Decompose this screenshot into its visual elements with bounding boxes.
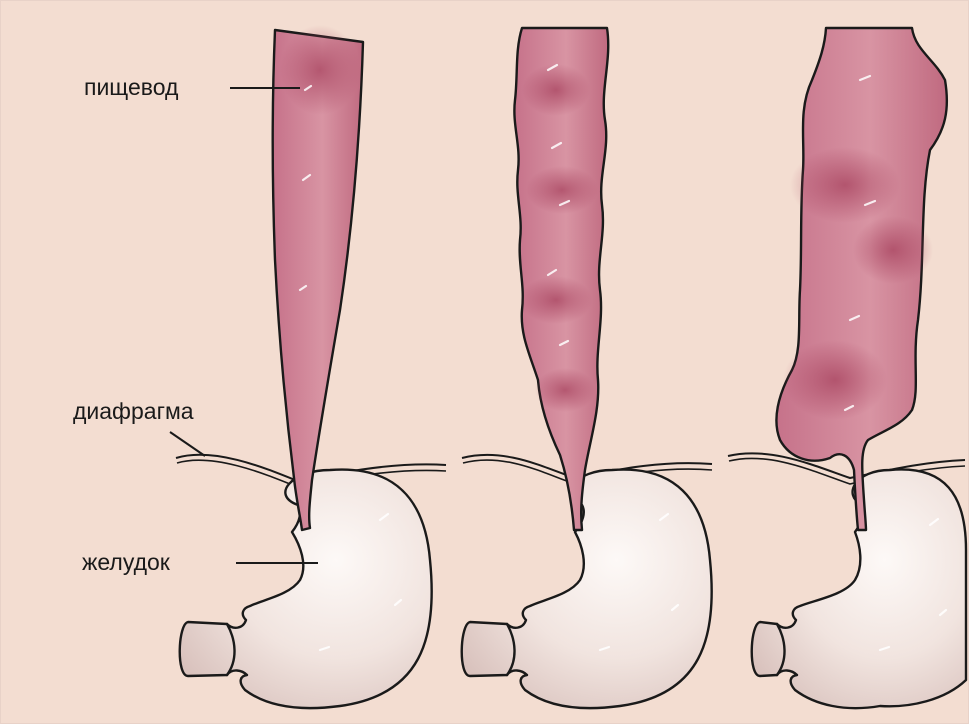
esophagus-shade xyxy=(522,64,590,116)
label-esophagus: пищевод xyxy=(84,74,179,100)
esophagus-shade xyxy=(520,276,592,324)
esophagus-shade xyxy=(783,340,887,420)
esophagus-shade xyxy=(526,166,598,214)
label-stomach: желудок xyxy=(82,549,171,575)
esophagus-shade xyxy=(853,216,933,284)
esophagus-shade xyxy=(790,147,900,223)
esophagus-shade xyxy=(535,368,595,412)
esophagus-shade xyxy=(280,25,360,115)
label-diaphragm: диафрагма xyxy=(73,398,194,424)
